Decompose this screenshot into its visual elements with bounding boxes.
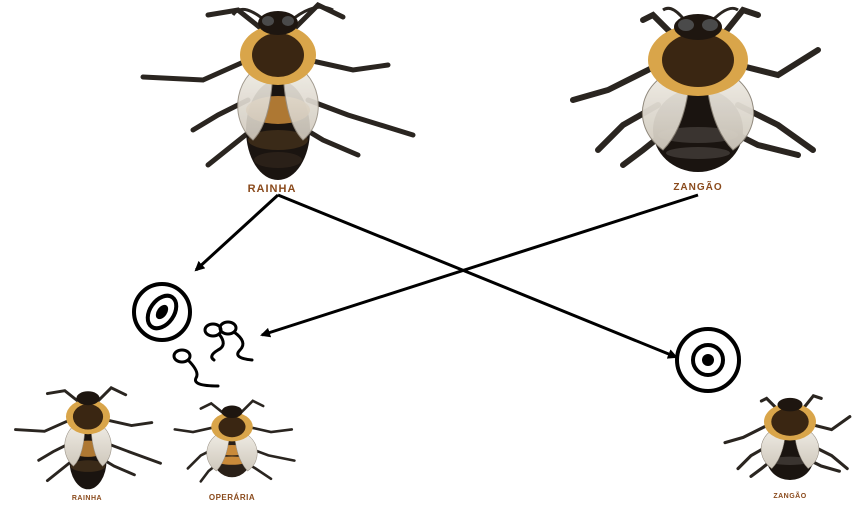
worker-bee-offspring-icon <box>175 401 295 482</box>
unfertilized-egg-icon <box>677 329 739 391</box>
label-drone-parent: ZANGÃO <box>673 180 722 193</box>
drone-bee-parent-icon <box>573 8 818 172</box>
label-queen-offspring: RAINHA <box>72 495 102 502</box>
label-worker-offspring: OPERÁRIA <box>209 493 255 502</box>
drone-bee-offspring-icon <box>725 396 850 480</box>
sperm-cells-icon <box>174 322 252 386</box>
queen-bee-parent-icon <box>143 5 413 180</box>
label-drone-offspring: ZANGÃO <box>773 491 806 500</box>
arrow-queen-to-egg <box>196 195 278 270</box>
queen-bee-offspring-icon <box>16 388 161 490</box>
arrow-queen-to-unfertilized-egg <box>278 195 676 357</box>
label-queen-parent: RAINHA <box>248 183 297 195</box>
fertilized-egg-icon <box>134 284 190 340</box>
